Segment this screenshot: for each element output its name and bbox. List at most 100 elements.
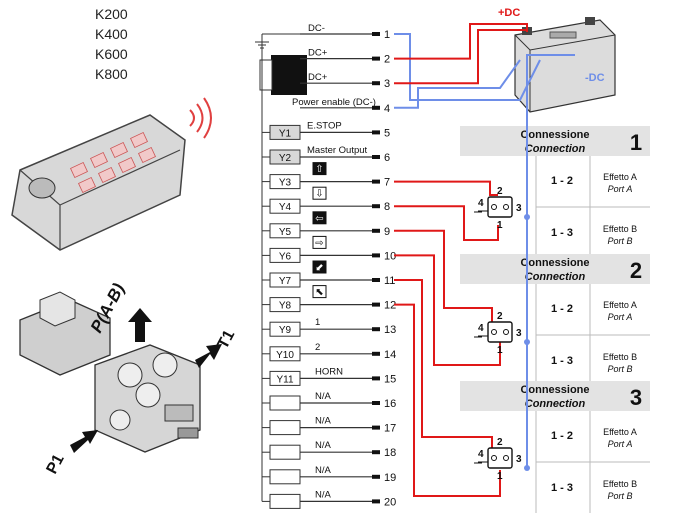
wire-out-12-red bbox=[394, 303, 501, 497]
direction-icon-box-1 bbox=[312, 162, 327, 176]
direction-icon-box-2 bbox=[312, 186, 327, 200]
terminal-pin-2 bbox=[372, 56, 380, 61]
terminal-number-14: 14 bbox=[384, 349, 396, 361]
terminal-number-20: 20 bbox=[384, 496, 396, 508]
connection-title-1: Connessione bbox=[520, 129, 589, 141]
connector-body-1 bbox=[487, 196, 513, 218]
connector-3-pin-label-2: 2 bbox=[497, 437, 503, 448]
connector-1-pin-label-3: 3 bbox=[516, 203, 522, 214]
output-desc-20: N/A bbox=[315, 489, 332, 500]
output-label-y9: Y9 bbox=[279, 325, 292, 336]
connector-1-pin-label-4: 4 bbox=[478, 198, 484, 209]
output-label-y8: Y8 bbox=[279, 301, 292, 312]
terminal-pin-11 bbox=[372, 278, 380, 282]
connector-pin-hole-3 bbox=[491, 455, 497, 461]
output-label-y4: Y4 bbox=[279, 202, 292, 213]
terminal-number-2: 2 bbox=[384, 54, 390, 66]
power-label-3: DC+ bbox=[308, 72, 328, 83]
valve-label-t1: T1 bbox=[215, 327, 239, 352]
terminal-number-13: 13 bbox=[384, 324, 396, 336]
terminal-pin-12 bbox=[372, 302, 380, 307]
direction-arrow-icon-2: ⇩ bbox=[315, 189, 323, 200]
terminal-pin-16 bbox=[372, 401, 380, 405]
terminal-number-19: 19 bbox=[384, 472, 396, 484]
battery-minus-label: -DC bbox=[585, 72, 605, 84]
direction-arrow-icon-1: ⇧ bbox=[315, 164, 323, 175]
terminal-number-3: 3 bbox=[384, 78, 390, 90]
output-desc-5: E.STOP bbox=[307, 120, 342, 131]
output-label-y6: Y6 bbox=[279, 251, 292, 262]
terminal-pin-3 bbox=[372, 81, 380, 86]
valve-label-p1: P1 bbox=[44, 452, 68, 477]
connector-bus-node-2 bbox=[524, 339, 530, 345]
battery-illustration bbox=[514, 17, 616, 113]
output-desc-16: N/A bbox=[315, 391, 332, 402]
output-box-17 bbox=[269, 420, 301, 436]
remote-control-illustration bbox=[11, 97, 212, 251]
output-desc-19: N/A bbox=[315, 465, 332, 476]
terminal-pin-13 bbox=[372, 327, 380, 332]
output-box-12 bbox=[269, 297, 301, 313]
output-label-y3: Y3 bbox=[279, 178, 292, 189]
direction-icon-box-3 bbox=[312, 211, 327, 225]
output-box-19 bbox=[269, 469, 301, 485]
terminal-number-8: 8 bbox=[384, 201, 390, 213]
output-box-18 bbox=[269, 444, 301, 460]
terminal-pin-1 bbox=[372, 32, 380, 36]
connector-2-pin-label-4: 4 bbox=[478, 323, 484, 334]
output-box-8 bbox=[269, 198, 301, 214]
connection-3-effect-2: Effetto B bbox=[603, 479, 637, 489]
connection-number-3: 3 bbox=[630, 385, 642, 410]
connector-pin-hole-1 bbox=[491, 204, 497, 210]
connection-2-port-1: Port A bbox=[608, 312, 633, 322]
connection-number-2: 2 bbox=[630, 258, 642, 283]
output-label-y2: Y2 bbox=[279, 153, 292, 164]
output-box-9 bbox=[269, 223, 301, 239]
terminal-number-10: 10 bbox=[384, 250, 396, 262]
terminal-number-5: 5 bbox=[384, 127, 390, 139]
connection-3-port-2: Port B bbox=[607, 491, 632, 501]
terminal-number-7: 7 bbox=[384, 177, 390, 189]
connection-header-3 bbox=[460, 381, 650, 411]
wire-out-7-red bbox=[394, 180, 498, 196]
connector-pin-hole-2 bbox=[491, 329, 497, 335]
terminal-pin-7 bbox=[372, 179, 380, 184]
direction-arrow-icon-6: ⬉ bbox=[315, 287, 323, 298]
output-desc-18: N/A bbox=[315, 440, 332, 451]
connector-bus-node-3 bbox=[524, 465, 530, 471]
connection-header-2 bbox=[460, 254, 650, 284]
connection-3-range-2: 1 - 3 bbox=[551, 482, 573, 494]
model-label-k600: K600 bbox=[95, 46, 128, 62]
terminal-number-17: 17 bbox=[384, 423, 396, 435]
connector-2-pin-label-2: 2 bbox=[497, 311, 503, 322]
wire-out-9-red bbox=[394, 229, 493, 323]
direction-icon-box-5 bbox=[312, 260, 327, 274]
output-box-10 bbox=[269, 247, 301, 263]
connection-2-effect-2: Effetto B bbox=[603, 352, 637, 362]
terminal-number-4: 4 bbox=[384, 103, 390, 115]
terminal-pin-19 bbox=[372, 474, 380, 479]
connection-3-range-1: 1 - 2 bbox=[551, 430, 573, 442]
power-label-1: DC- bbox=[308, 23, 325, 34]
power-label-2: DC+ bbox=[308, 48, 328, 59]
connection-subtitle-2: Connection bbox=[525, 271, 586, 283]
connection-3-port-1: Port A bbox=[608, 439, 633, 449]
output-box-7 bbox=[269, 174, 301, 190]
output-label-y5: Y5 bbox=[279, 227, 292, 238]
direction-icon-box-4 bbox=[312, 235, 327, 249]
output-desc-15: HORN bbox=[315, 366, 343, 377]
model-label-k200: K200 bbox=[95, 6, 128, 22]
terminal-pin-6 bbox=[372, 155, 380, 159]
valve-illustration bbox=[19, 291, 222, 453]
connector-1-pin-label-1: 1 bbox=[497, 220, 503, 231]
connection-2-range-1: 1 - 2 bbox=[551, 303, 573, 315]
model-label-k800: K800 bbox=[95, 66, 128, 82]
terminal-pin-10 bbox=[372, 253, 380, 258]
terminal-pin-14 bbox=[372, 351, 380, 356]
connector-2-pin-label-1: 1 bbox=[497, 345, 503, 356]
connector-body-3 bbox=[487, 447, 513, 469]
valve-label-pab: P(A-B) bbox=[87, 280, 129, 336]
connection-1-effect-2: Effetto B bbox=[603, 224, 637, 234]
output-box-20 bbox=[269, 493, 301, 509]
wire-out-10-red bbox=[394, 254, 501, 366]
